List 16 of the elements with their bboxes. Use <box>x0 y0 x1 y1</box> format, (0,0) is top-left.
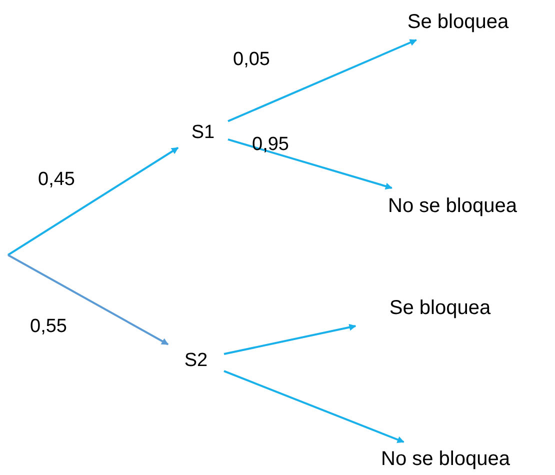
outcome-label: No se bloquea <box>381 448 510 468</box>
outcome-label: Se bloquea <box>407 12 509 32</box>
arrow <box>224 324 356 356</box>
edge-label: 0,55 <box>30 317 67 336</box>
outcome-label: Se bloquea <box>389 298 491 318</box>
arrow <box>228 138 392 190</box>
outcome-label: S2 <box>184 350 208 370</box>
outcome-label: S1 <box>191 122 215 142</box>
edge-label: 0,45 <box>38 170 75 189</box>
edge-label: 0,95 <box>252 135 289 154</box>
edge-label: 0,05 <box>233 50 270 69</box>
arrow <box>224 370 404 443</box>
outcome-label: No se bloquea <box>388 196 517 216</box>
arrow <box>228 39 417 122</box>
arrow <box>7 146 179 256</box>
arrow <box>8 254 169 346</box>
